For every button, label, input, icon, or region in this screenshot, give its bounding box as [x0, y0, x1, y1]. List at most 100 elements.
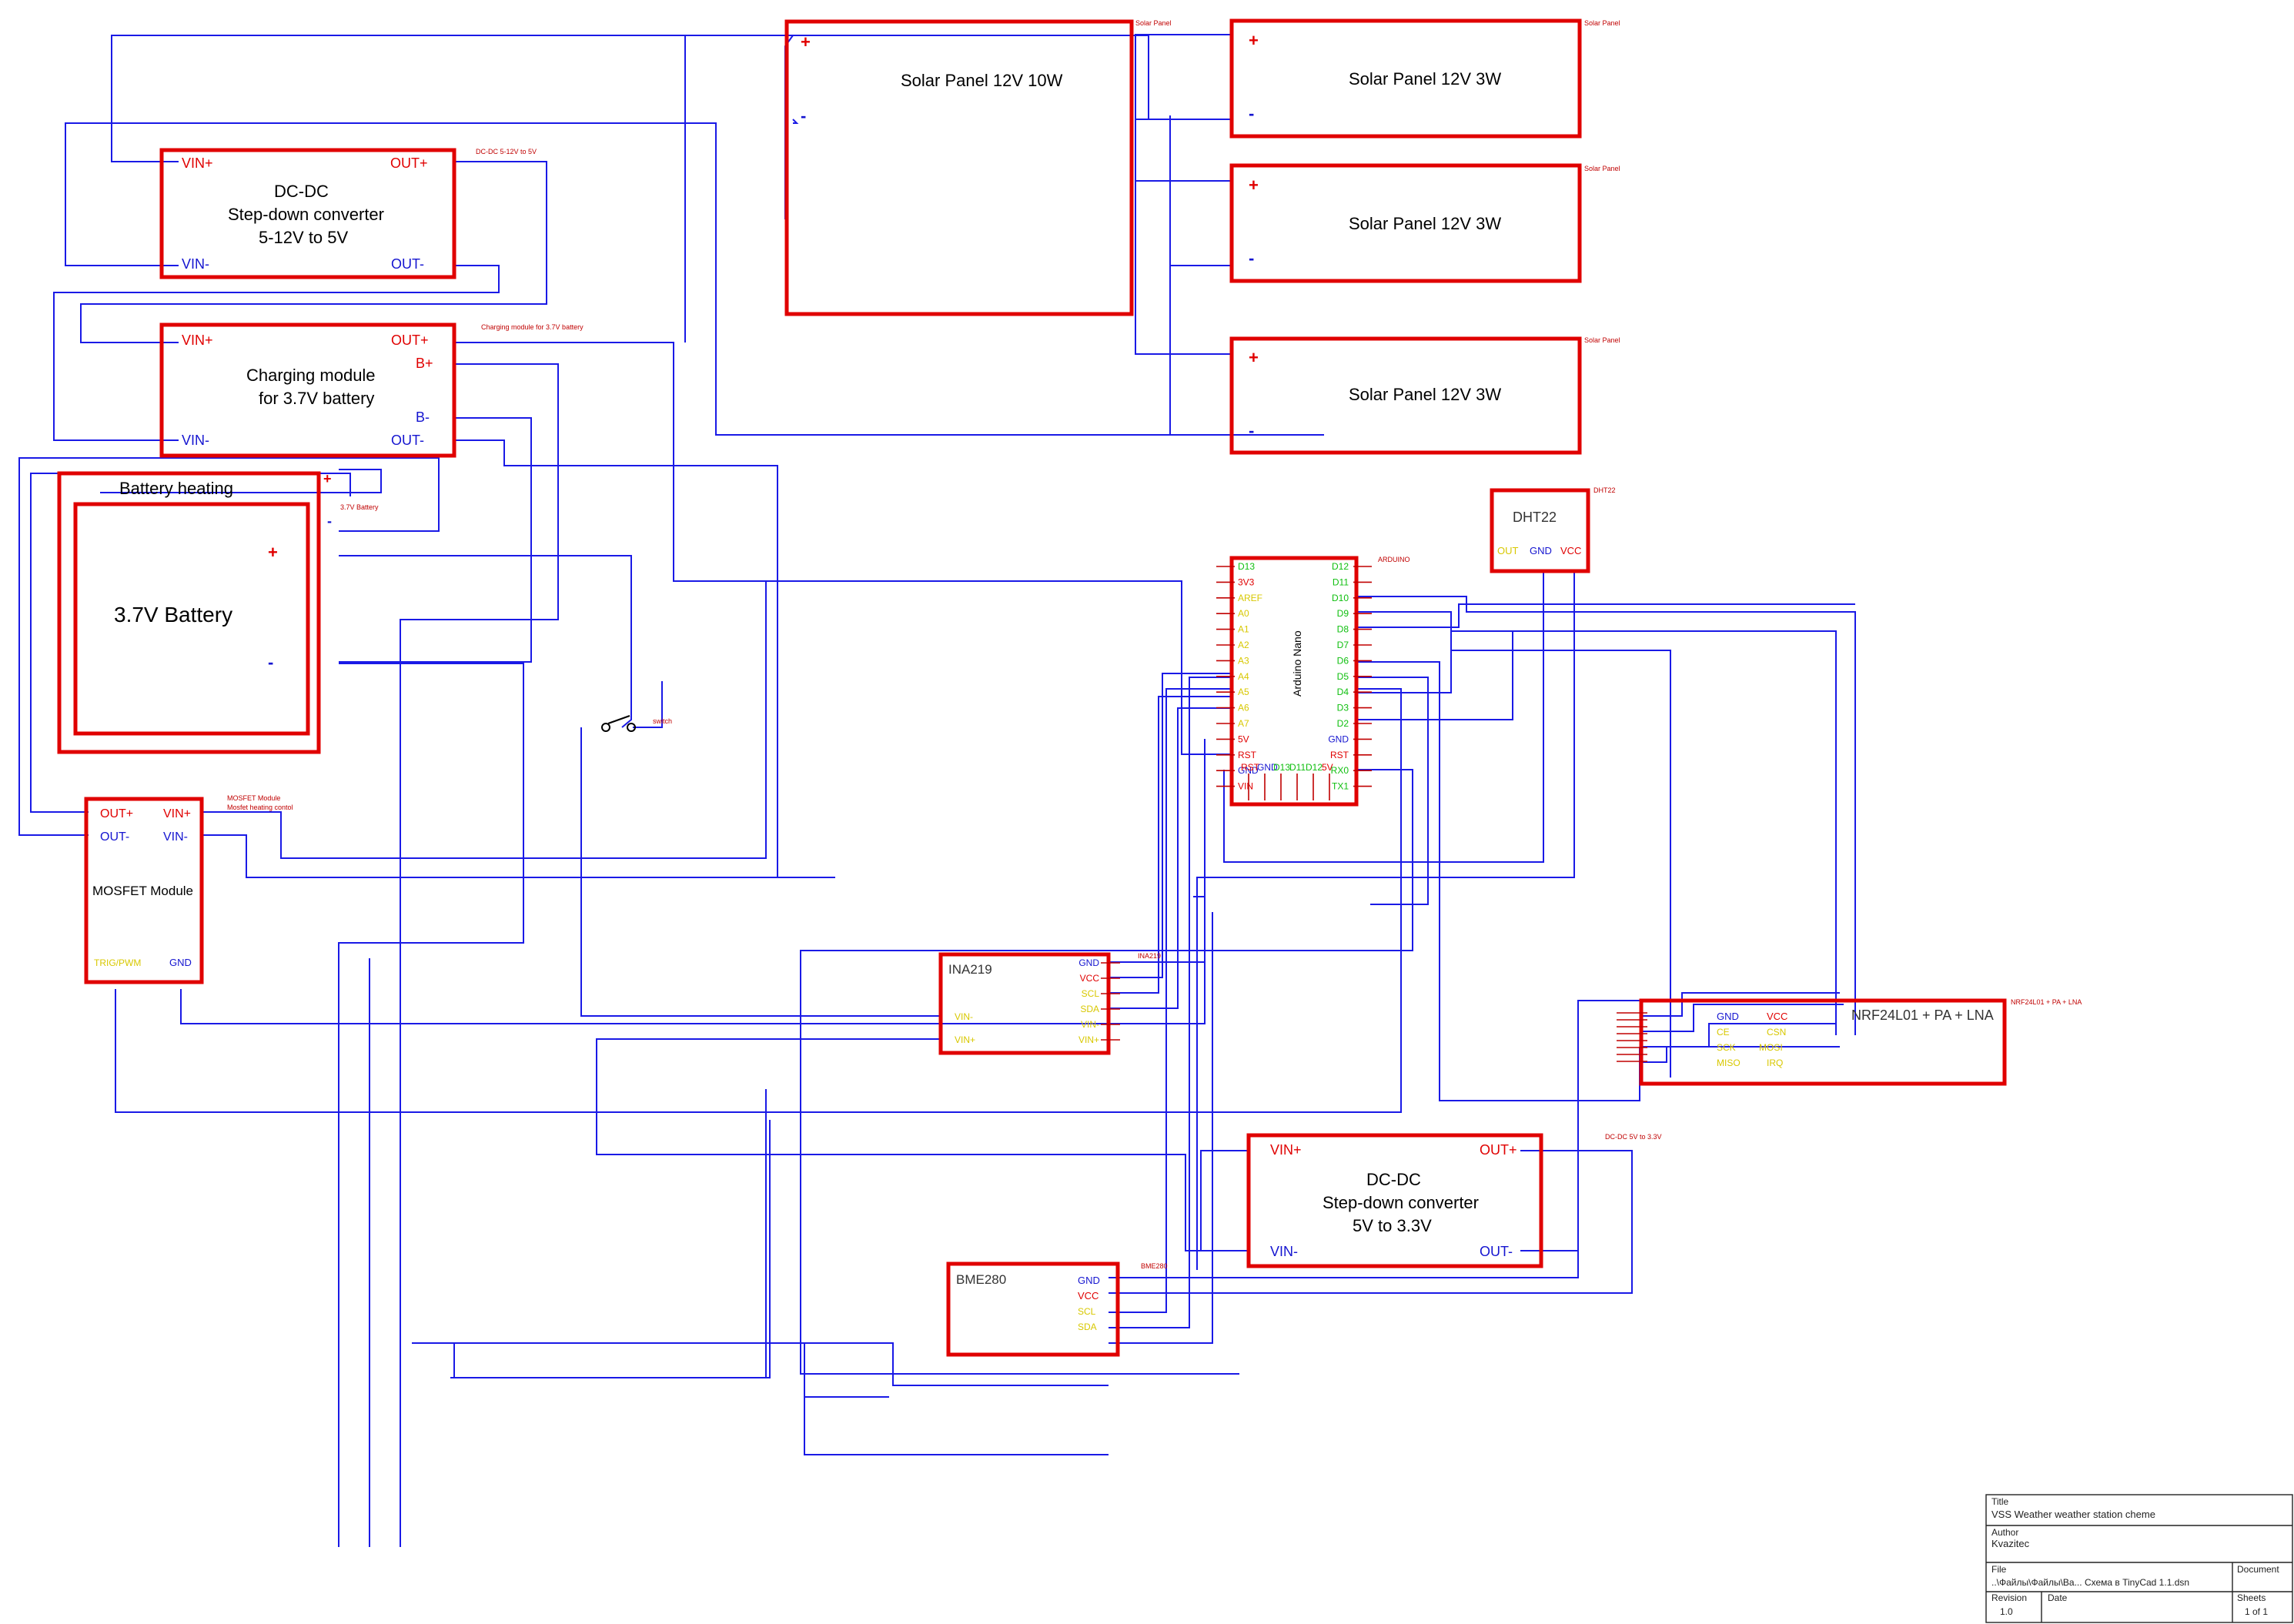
- arduino-right-pin: D6: [1337, 655, 1349, 666]
- arduino-left-pin: A6: [1238, 703, 1249, 713]
- component-title: DHT22: [1513, 510, 1557, 525]
- arduino-bottom-pin: 5V: [1322, 762, 1333, 773]
- ina219-right-pin: VIN+: [1078, 1034, 1099, 1045]
- document-label: Document: [2237, 1564, 2279, 1575]
- title-line: for 3.7V battery: [259, 389, 374, 408]
- title-value: VSS Weather weather station cheme: [1991, 1509, 2155, 1520]
- wire: [100, 469, 382, 493]
- wire: [1135, 35, 1232, 182]
- pin-scl: SCL: [1078, 1306, 1096, 1317]
- plus-terminal: +: [323, 471, 332, 486]
- author-label: Author: [1991, 1527, 2018, 1538]
- wire: [412, 1342, 1109, 1386]
- arduino-right-pin: D9: [1337, 608, 1349, 619]
- revision-label: Revision: [1991, 1592, 2027, 1603]
- wire: [1196, 570, 1575, 1270]
- arduino-bottom-pin: D13: [1273, 762, 1290, 773]
- dht22-sensor: DHT22 DHT22 OUT GND VCC: [1490, 486, 1616, 573]
- wire: [1110, 707, 1232, 1009]
- component-tag: NRF24L01 + PA + LNA: [2011, 998, 2082, 1006]
- wire: [1640, 1023, 1836, 1048]
- plus-terminal: +: [1249, 175, 1259, 195]
- pin-vin-plus: VIN+: [182, 332, 213, 348]
- title-line: Charging module: [246, 366, 376, 385]
- arduino-bottom-pin: D11: [1289, 762, 1306, 773]
- plus-terminal: +: [1249, 348, 1259, 367]
- arduino-right-pin: D7: [1337, 640, 1349, 650]
- arduino-left-pin: D13: [1238, 561, 1255, 572]
- component-tag: INA219: [1138, 952, 1161, 960]
- charging-module: Charging module for 3.7V battery VIN+ OU…: [159, 322, 584, 458]
- component-tag: 3.7V Battery: [340, 503, 379, 511]
- wire: [30, 473, 351, 813]
- wire: [1356, 677, 1429, 905]
- switch-contact: [601, 723, 610, 732]
- arduino-bottom-pin: D12: [1306, 762, 1323, 773]
- wire: [1640, 1046, 1840, 1063]
- switch: switch: [601, 715, 672, 732]
- arduino-left-pin: VIN: [1238, 781, 1253, 792]
- pin-out-plus: OUT+: [390, 155, 428, 171]
- sheets-label: Sheets: [2237, 1592, 2266, 1603]
- dcdc-converter-3v3: DC-DC 5V to 3.3V VIN+ OUT+ VIN- OUT- DC-…: [1246, 1133, 1662, 1268]
- component-tag: DHT22: [1593, 486, 1616, 494]
- revision-value: 1.0: [2000, 1606, 2013, 1617]
- nrf24l01-module: NRF24L01 + PA + LNA NRF24L01 + PA + LNA …: [1617, 998, 2082, 1086]
- arduino-left-pin: A5: [1238, 687, 1249, 697]
- component-tag: MOSFET Module: [227, 794, 280, 802]
- pin-out-minus: OUT-: [391, 256, 424, 272]
- pin-b-plus: B+: [416, 356, 433, 371]
- wire: [338, 663, 524, 1547]
- arduino-left-pin: A3: [1238, 655, 1249, 666]
- switch-lever: [607, 715, 630, 724]
- wire: [800, 769, 1413, 1375]
- pin-out-plus: OUT+: [1480, 1142, 1517, 1158]
- minus-terminal: -: [327, 513, 332, 529]
- wire: [1543, 1000, 1640, 1251]
- pin-out-plus: OUT+: [100, 807, 133, 820]
- title-line: DC-DC: [274, 182, 329, 201]
- arduino-right-pin: D4: [1337, 687, 1349, 697]
- arduino-left-pin: 5V: [1238, 733, 1249, 744]
- component-title: Solar Panel 12V 3W: [1349, 214, 1501, 233]
- component-box: [1246, 1133, 1543, 1268]
- component-box: [1229, 336, 1582, 455]
- component-box: [159, 322, 456, 458]
- wire: [1109, 912, 1213, 1344]
- plus-terminal: +: [801, 32, 811, 52]
- component-title: BME280: [956, 1272, 1006, 1287]
- component-tag: Solar Panel: [1584, 165, 1620, 172]
- title-line: 5-12V to 5V: [259, 228, 349, 247]
- wire: [400, 363, 559, 1547]
- pin-sda: SDA: [1078, 1322, 1097, 1332]
- pin-vin-plus: VIN+: [955, 1034, 975, 1045]
- pin-b-minus: B-: [416, 409, 430, 425]
- plus-terminal: +: [1249, 31, 1259, 50]
- wire: [1135, 34, 1232, 119]
- pin-vin-plus: VIN+: [163, 807, 191, 820]
- component-box: [84, 797, 204, 984]
- minus-terminal: -: [1249, 421, 1254, 440]
- title-line: DC-DC: [1366, 1170, 1421, 1189]
- wire: [180, 739, 1206, 1024]
- minus-terminal: -: [1249, 249, 1254, 268]
- component-tag: Solar Panel: [1584, 19, 1620, 27]
- minus-terminal: -: [801, 106, 806, 125]
- pin-miso: MISO: [1717, 1058, 1741, 1068]
- wire: [1109, 1250, 1579, 1278]
- arduino-right-pin: D5: [1337, 671, 1349, 682]
- component-box: [159, 148, 456, 279]
- component-tag: DC-DC 5V to 3.3V: [1605, 1133, 1662, 1141]
- pin-gnd: GND: [169, 957, 192, 968]
- arduino-left-pin: A0: [1238, 608, 1249, 619]
- wire: [339, 417, 532, 663]
- arduino-right-pin: TX1: [1332, 781, 1349, 792]
- pin-csn: CSN: [1767, 1027, 1786, 1038]
- wire: [804, 1343, 1109, 1455]
- wire: [1356, 596, 1856, 1035]
- arduino-left-pin: A2: [1238, 640, 1249, 650]
- minus-terminal: -: [268, 653, 273, 672]
- date-label: Date: [2048, 1592, 2068, 1603]
- ina219-right-pin: VIN-: [1081, 1019, 1099, 1030]
